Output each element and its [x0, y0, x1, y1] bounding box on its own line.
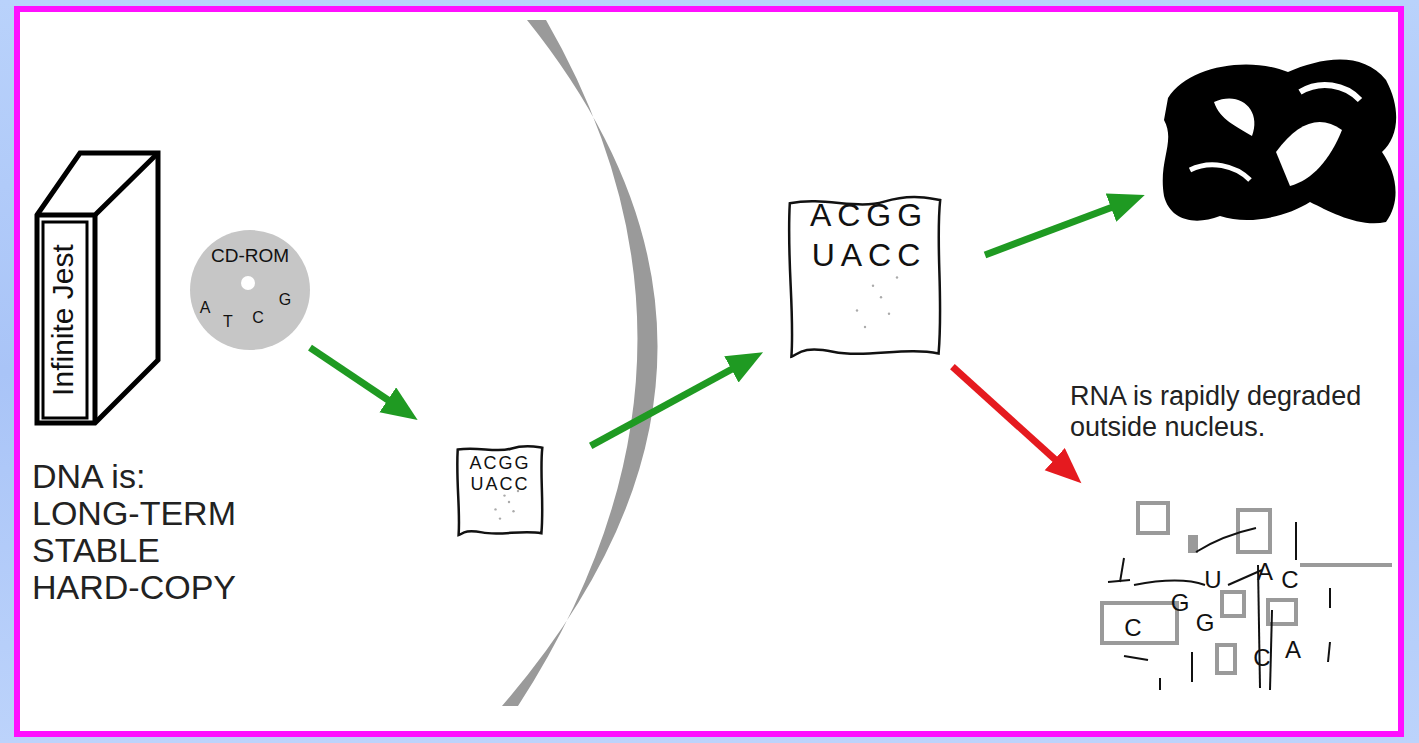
degraded-rna-fragments	[1102, 503, 1392, 690]
protein-gap	[1300, 85, 1360, 100]
node-text: G	[1196, 611, 1215, 635]
disc-hole	[241, 276, 255, 290]
fragment-line	[1196, 528, 1256, 552]
node-text: A	[1257, 560, 1273, 584]
book-spine-box	[43, 222, 87, 418]
flow-arrow	[591, 362, 746, 446]
note-text: DNA is: LONG-TERM STABLE HARD-COPY	[32, 458, 254, 606]
protein-gap	[1190, 165, 1250, 180]
book-node: Infinite Jest	[35, 150, 160, 425]
fragment-line	[1124, 656, 1148, 660]
fragment-box	[1217, 645, 1235, 673]
protein-gap	[1214, 98, 1254, 136]
paper-sheet	[457, 446, 542, 535]
protein-gap	[1276, 122, 1342, 186]
paper-speck	[888, 313, 890, 315]
paper-speck	[499, 517, 501, 519]
node-text: ACGG	[810, 199, 928, 231]
fragment-line	[1134, 580, 1205, 585]
paper-speck	[872, 285, 874, 287]
mrna-paper-large: ACGG UACC	[785, 195, 945, 360]
node-text: C	[1281, 568, 1298, 592]
fragment-line	[1228, 570, 1262, 585]
paper-speck	[494, 508, 496, 510]
fragment-box	[1188, 535, 1198, 553]
fragment-box	[1138, 503, 1168, 533]
translation-arrow	[985, 202, 1126, 255]
node-text: A	[1285, 638, 1301, 662]
cd-rom-disc: CD-ROM AT CG	[190, 230, 310, 350]
protein-blob	[1163, 60, 1396, 224]
paper-speck	[508, 501, 510, 503]
nuclear-membrane	[502, 20, 658, 706]
flow-arrow	[952, 367, 1066, 470]
book-edge	[37, 153, 158, 215]
node-text: C	[1124, 616, 1141, 640]
paper-speck	[880, 296, 882, 298]
node-text: U	[1204, 568, 1221, 592]
node-text: ACGG	[469, 454, 530, 472]
node-text: T	[223, 314, 233, 330]
node-text: G	[279, 292, 291, 308]
paper-speck	[512, 510, 514, 512]
paper-speck	[856, 309, 858, 311]
paper-sheet	[789, 197, 940, 357]
fragment-line	[1108, 580, 1130, 582]
fragment-line	[1329, 588, 1331, 608]
fragment-line	[1120, 558, 1124, 582]
node-text: UACC	[470, 475, 529, 493]
node-text: UACC	[812, 239, 927, 271]
flow-arrow	[310, 348, 401, 409]
node-text: CD-ROM	[211, 246, 289, 265]
node-text: A	[200, 300, 211, 316]
node-text: C	[1253, 646, 1270, 670]
book-edge	[93, 215, 98, 423]
book-body	[37, 153, 158, 423]
fragment-line	[1295, 522, 1297, 560]
node-text: Infinite Jest	[48, 244, 78, 396]
node-text: C	[252, 310, 264, 326]
fragment-box	[1102, 603, 1177, 643]
paper-speck	[896, 276, 898, 278]
fragment-line	[1328, 642, 1330, 662]
degraded-rna-pile: UACGGCCA	[1100, 500, 1400, 695]
fragment-line	[1300, 563, 1392, 567]
node-text: G	[1171, 591, 1190, 615]
paper-speck	[864, 326, 866, 328]
fragment-box	[1222, 592, 1244, 616]
disc-face	[190, 230, 310, 350]
mrna-paper-small: ACGG UACC	[455, 445, 545, 537]
fragment-line	[1191, 652, 1193, 682]
note-text: RNA is rapidly degraded outside nucleus.	[1070, 381, 1405, 443]
fragment-line	[1159, 678, 1161, 690]
protein-shape	[1163, 60, 1396, 224]
paper-speck	[503, 494, 505, 496]
